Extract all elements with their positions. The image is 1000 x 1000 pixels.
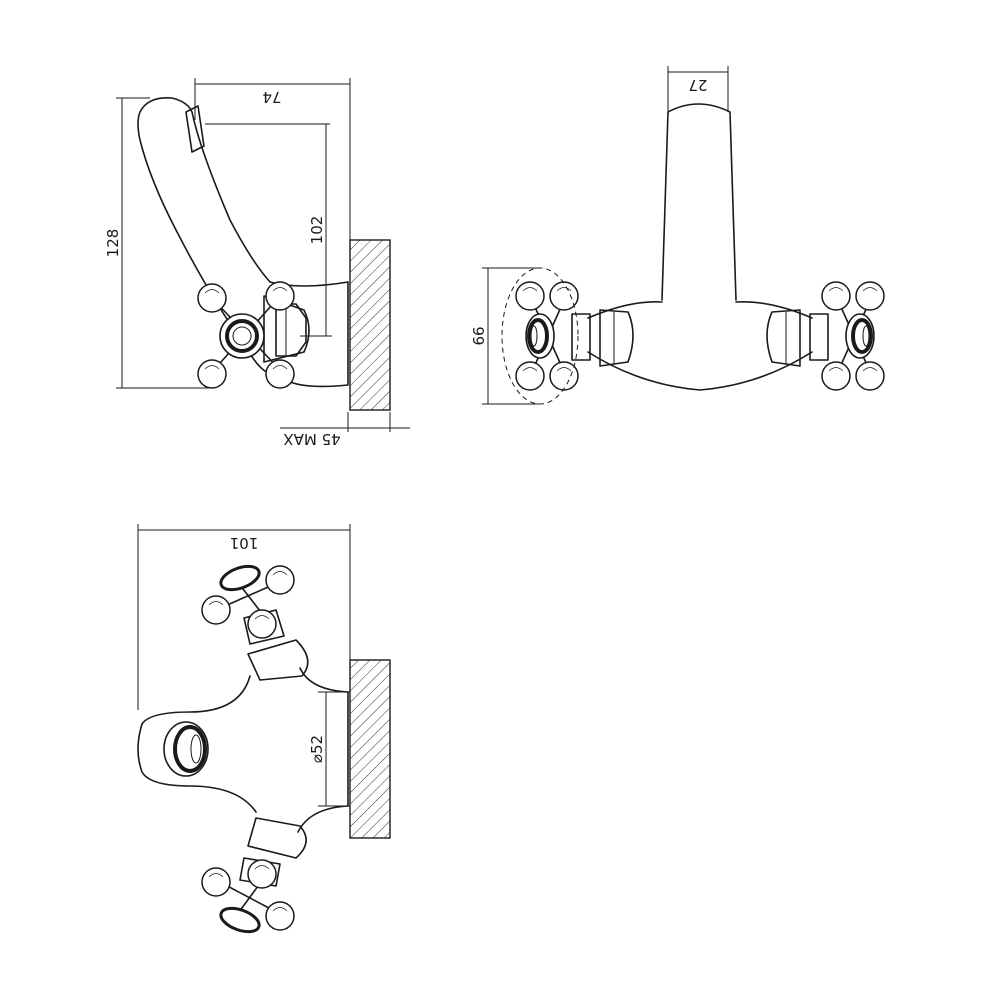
dimension-74: 74 <box>194 78 351 240</box>
dim-label-101: 101 <box>230 534 259 552</box>
dim-label-74: 74 <box>262 88 281 106</box>
dimension-128: 128 <box>104 97 215 389</box>
top-view: 101 ⌀52 <box>137 524 391 934</box>
front-handle-right <box>821 281 885 391</box>
front-nut-right <box>766 309 801 367</box>
front-handle-left <box>501 267 579 405</box>
front-body <box>587 301 813 391</box>
dimension-102: 102 <box>205 123 332 337</box>
front-sleeve-right <box>809 313 829 361</box>
dim-label-66: 66 <box>470 326 488 345</box>
front-view: 27 66 <box>470 66 885 405</box>
spout <box>137 96 349 388</box>
valve-body <box>263 295 310 363</box>
dimension-diameter-52: ⌀52 <box>308 691 350 807</box>
dimension-27: 27 <box>667 66 729 112</box>
wall-hatch-top <box>349 659 391 839</box>
dim-label-45-max: 45 MAX <box>283 430 340 448</box>
side-view: 128 74 102 45 MAX <box>104 78 410 448</box>
wall-hatch <box>349 239 391 411</box>
spout-outlet <box>185 105 205 153</box>
dim-label-128: 128 <box>104 229 122 258</box>
valve-nut <box>275 303 307 357</box>
top-valve-upper <box>201 564 309 681</box>
top-spout-outlet <box>163 721 209 777</box>
side-handle <box>197 281 295 389</box>
dimension-45-max: 45 MAX <box>280 412 410 448</box>
top-body <box>137 667 349 833</box>
front-spout <box>661 103 737 301</box>
dimension-101: 101 <box>137 524 351 710</box>
dim-label-27: 27 <box>688 76 707 94</box>
dimension-66: 66 <box>470 267 540 405</box>
dim-label-diameter-52: ⌀52 <box>308 735 326 763</box>
top-valve-lower <box>201 817 307 934</box>
front-nut-left <box>599 309 634 367</box>
front-sleeve-left <box>571 313 591 361</box>
dim-label-102: 102 <box>308 216 326 245</box>
